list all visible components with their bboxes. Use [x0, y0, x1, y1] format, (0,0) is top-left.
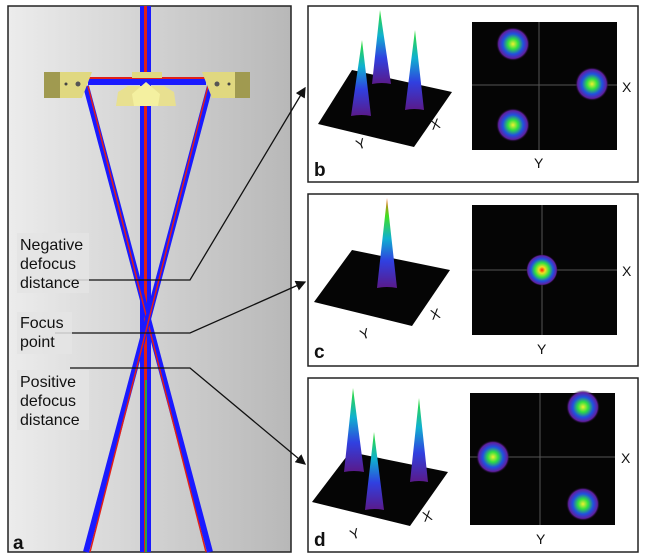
right-mirror-mount: [202, 72, 250, 98]
intensity-peak: [410, 398, 428, 482]
panel-label-a: a: [13, 533, 24, 554]
beam-spot: [566, 487, 600, 521]
beam-spot: [526, 254, 558, 286]
beam-spot: [496, 108, 530, 142]
callout-lines: [55, 86, 307, 465]
beam-spot: [566, 390, 600, 424]
axis-y-label: Y: [537, 341, 547, 357]
axis-x-label: X: [621, 450, 631, 466]
axis-y-label: Y: [534, 155, 544, 171]
focus-point-line2: point: [20, 334, 55, 351]
intensity-peak: [405, 30, 424, 110]
intensity-peak: [351, 40, 371, 116]
heatmap: [472, 22, 617, 150]
left-mirror-mount: [44, 72, 92, 98]
intensity-peak: [372, 10, 391, 84]
axis-x-label: X: [622, 79, 632, 95]
panel-b: X Y X Y b: [307, 5, 639, 183]
panel-label-b: b: [314, 160, 326, 181]
positive-defocus-line2: defocus: [20, 393, 76, 410]
beam-spot: [476, 440, 510, 474]
beam-splitter-mount: [116, 72, 176, 106]
beam-spot: [575, 67, 609, 101]
negative-defocus-line2: defocus: [20, 256, 76, 273]
surface-plane: [314, 250, 450, 326]
negative-defocus-line1: Negative: [20, 237, 83, 254]
panel-d: X Y X Y d: [307, 377, 639, 553]
intensity-peak: [344, 388, 364, 472]
axis-y-label: Y: [536, 531, 546, 547]
panel-label-d: d: [314, 530, 326, 551]
intensity-peak: [377, 198, 397, 288]
heatmap: [472, 205, 617, 335]
panel-c: X Y X Y c: [307, 193, 639, 367]
focus-point-line1: Focus: [20, 315, 64, 332]
laser-beams: [83, 6, 213, 553]
heatmap: [470, 390, 615, 525]
positive-defocus-line1: Positive: [20, 374, 76, 391]
intensity-peak: [365, 432, 384, 510]
panel-label-c: c: [314, 342, 325, 363]
panel-a: Negative defocus distance Focus point Po…: [7, 5, 307, 554]
axis-x-label: X: [622, 263, 632, 279]
positive-defocus-line3: distance: [20, 412, 80, 429]
beam-spot: [496, 27, 530, 61]
negative-defocus-line3: distance: [20, 275, 80, 292]
